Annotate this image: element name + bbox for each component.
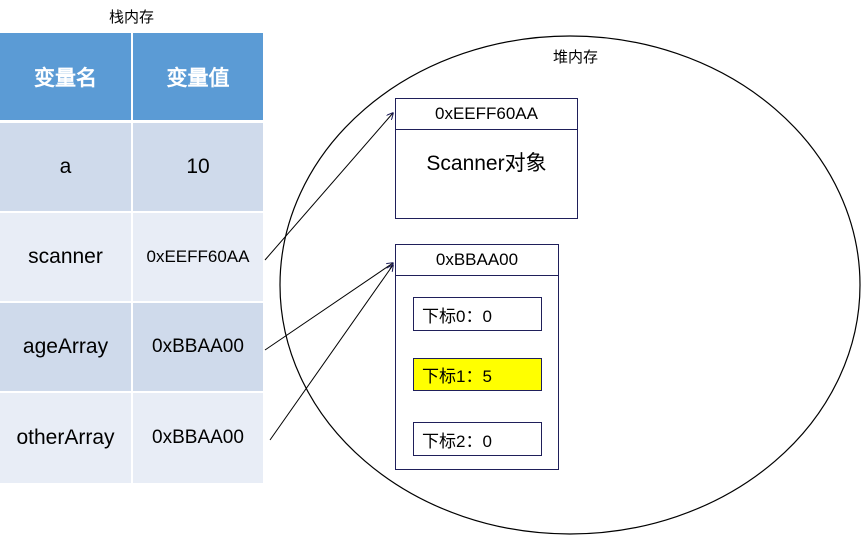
- heap-memory-ellipse: [279, 35, 861, 535]
- header-variable-value: 变量值: [133, 33, 263, 120]
- arrow-scanner-to-object: [264, 113, 393, 261]
- row-otherarray-name: otherArray: [0, 393, 131, 483]
- array-object-box: 0xBBAA00 下标0：0 下标1：5 下标2：0: [395, 244, 559, 470]
- row-otherarray-value: 0xBBAA00: [133, 393, 263, 483]
- row-scanner-name: scanner: [0, 213, 131, 301]
- heap-memory-caption: 堆内存: [553, 49, 599, 66]
- row-scanner-value: 0xEEFF60AA: [133, 213, 263, 301]
- array-object-address: 0xBBAA00: [396, 245, 558, 276]
- array-element-0: 下标0：0: [413, 297, 542, 331]
- stack-memory-caption: 栈内存: [108, 9, 154, 26]
- row-agearray-value: 0xBBAA00: [133, 303, 263, 391]
- row-a-name: a: [0, 123, 131, 211]
- scanner-object-box: 0xEEFF60AA Scanner对象: [395, 98, 578, 219]
- scanner-object-address: 0xEEFF60AA: [396, 99, 577, 130]
- row-a-value: 10: [133, 123, 263, 211]
- header-variable-name: 变量名: [0, 33, 131, 120]
- array-element-1: 下标1：5: [413, 358, 542, 391]
- scanner-object-label: Scanner对象: [426, 152, 547, 175]
- array-element-2: 下标2：0: [413, 422, 542, 456]
- row-agearray-name: ageArray: [0, 303, 131, 391]
- arrow-agearray-to-array: [264, 263, 393, 351]
- arrow-otherarray-to-array: [269, 265, 393, 441]
